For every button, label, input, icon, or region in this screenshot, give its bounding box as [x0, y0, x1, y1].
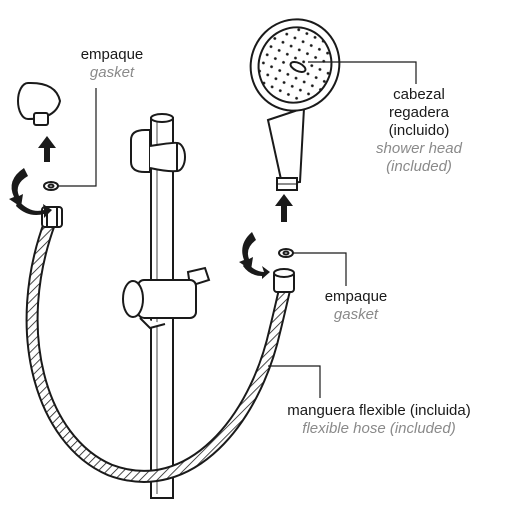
- label-hose-en: flexible hose (included): [255, 420, 503, 438]
- label-gasket-top-en: gasket: [56, 64, 168, 82]
- up-arrow-icon-outlet: [38, 136, 56, 162]
- label-gasket-right: empaque gasket: [300, 288, 412, 324]
- label-shower-head-en-2: (included): [353, 158, 485, 176]
- label-shower-head-es-3: (incluido): [353, 122, 485, 140]
- leader-gasket-right: [293, 253, 346, 286]
- leader-gasket-top: [58, 88, 96, 186]
- rotate-arrow-icon-right: [239, 232, 270, 279]
- label-shower-head: cabezal regadera (incluido) shower head …: [353, 86, 485, 176]
- label-hose-es: manguera flexible (incluida): [255, 402, 503, 420]
- gasket-right-part: [279, 249, 293, 257]
- label-gasket-top-es: empaque: [56, 46, 168, 64]
- wall-outlet: [18, 83, 60, 125]
- label-shower-head-en-1: shower head: [353, 140, 485, 158]
- leader-hose: [268, 366, 320, 398]
- gasket-top-part: [44, 182, 58, 190]
- shower-head: [236, 5, 355, 190]
- up-arrow-icon-head: [275, 194, 293, 222]
- label-shower-head-es-2: regadera: [353, 104, 485, 122]
- label-shower-head-es-1: cabezal: [353, 86, 485, 104]
- label-hose: manguera flexible (incluida) flexible ho…: [255, 402, 503, 438]
- hose-nut-right: [274, 269, 294, 292]
- label-gasket-right-en: gasket: [300, 306, 412, 324]
- label-gasket-right-es: empaque: [300, 288, 412, 306]
- label-gasket-top: empaque gasket: [56, 46, 168, 82]
- rotate-arrow-icon-left: [9, 168, 52, 218]
